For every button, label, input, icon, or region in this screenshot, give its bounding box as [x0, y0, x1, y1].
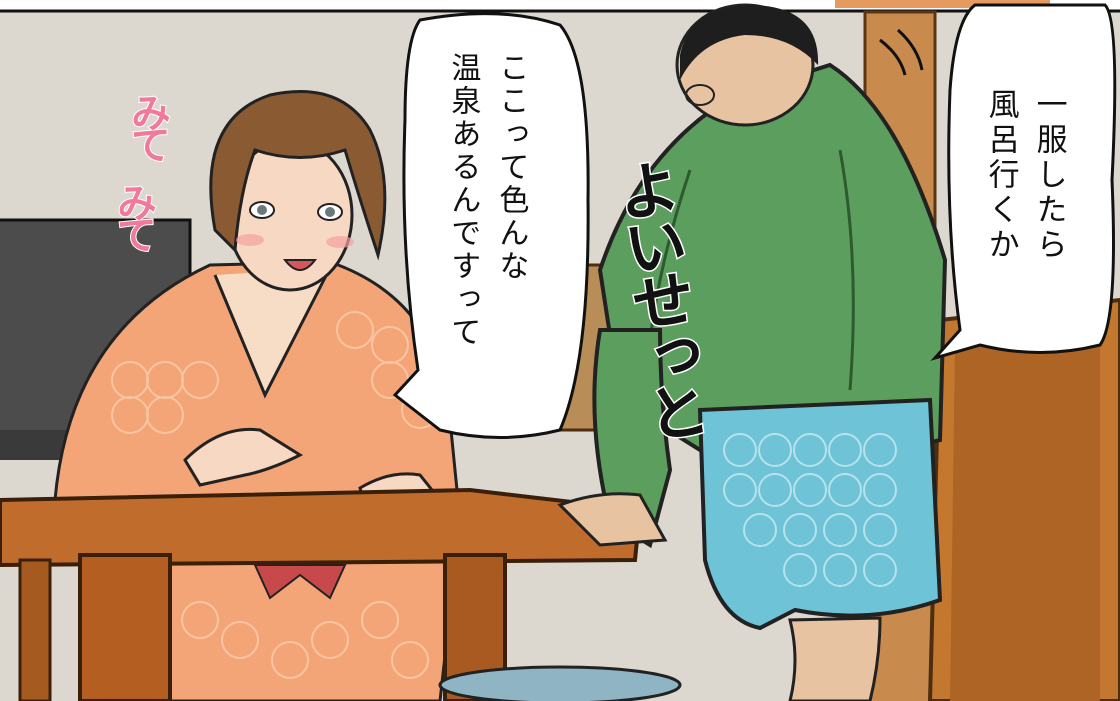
sfx-mite-2: みて	[109, 181, 157, 247]
speech-bubble-right-shape	[930, 3, 1117, 361]
woman-hand	[183, 427, 304, 487]
cushion	[438, 665, 682, 701]
man-leg	[788, 616, 882, 701]
speech-right-line-2: 風呂行くか	[982, 88, 1019, 263]
man-yukata	[597, 62, 948, 473]
ceiling-beam	[835, 0, 1050, 8]
man-hair	[680, 5, 819, 80]
speech-right-line-1: 一服したら	[1030, 88, 1067, 263]
table-leg-left	[78, 553, 172, 701]
speech-left-line-2: 温泉あるんですって	[445, 52, 481, 349]
sfx-mite-1: みて	[123, 91, 171, 157]
woman-hair	[209, 90, 387, 261]
speech-left-line-1: ここって色んな	[493, 52, 529, 283]
yukata-pattern	[111, 311, 439, 679]
speech-bubble-left-shape	[392, 12, 590, 439]
panel-top-border	[0, 0, 1120, 10]
